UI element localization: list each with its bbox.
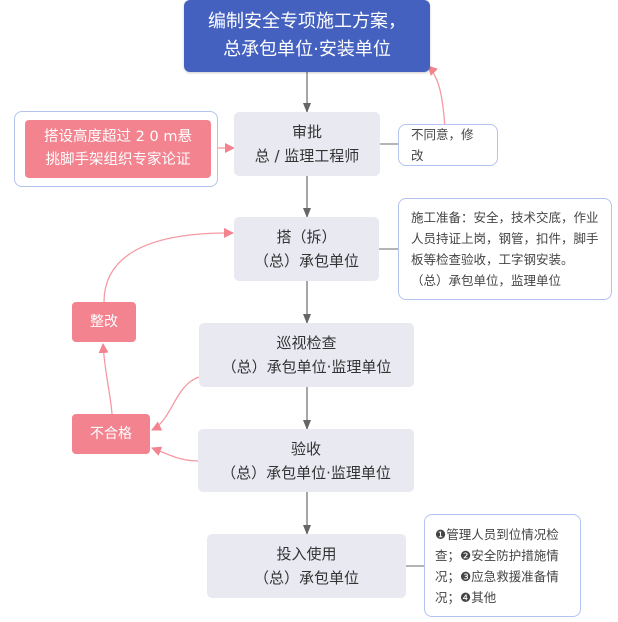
unqualified-node[interactable]: 不合格	[72, 414, 150, 454]
step-erect-title: 搭（拆）	[276, 228, 337, 246]
note-prep-line3: 板等检查验收，工字钢安装。	[411, 252, 574, 267]
start-node-plan[interactable]: 编制安全专项施工方案， 总承包单位·安装单位	[184, 0, 430, 72]
note-prep-line4: （总）承包单位，监理单位	[411, 273, 562, 288]
rectify-label: 整改	[90, 313, 118, 330]
note-use-line4: 况；❹其他	[435, 589, 497, 605]
expert-review-line2: 挑脚手架组织专家论证	[45, 152, 191, 168]
note-reject-text: 不同意，修改	[411, 127, 474, 163]
expert-review-node[interactable]: 搭设高度超过 2 0 m悬 挑脚手架组织专家论证	[25, 120, 211, 178]
note-use-line1: ❶管理人员到位情况检	[435, 526, 559, 542]
arrow-patrol-to-unqualified	[151, 376, 200, 431]
step-use[interactable]: 投入使用 （总）承包单位	[207, 534, 406, 598]
rectify-node[interactable]: 整改	[72, 302, 136, 342]
arrow-reject-to-start	[427, 65, 446, 129]
note-prep-line1: 施工准备：安全，技术交底，作业	[411, 210, 599, 225]
note-prep[interactable]: 施工准备：安全，技术交底，作业 人员持证上岗，钢管，扣件，脚手 板等检查验收，工…	[398, 198, 612, 300]
step-erect-sub: （总）承包单位	[253, 252, 359, 270]
note-prep-line2: 人员持证上岗，钢管，扣件，脚手	[411, 231, 599, 246]
start-line1: 编制安全专项施工方案，	[208, 11, 406, 32]
step-erect[interactable]: 搭（拆） （总）承包单位	[234, 217, 379, 281]
note-use-line2: 查；❷安全防护措施情	[435, 547, 559, 563]
arrow-unqualified-to-rectify	[98, 343, 113, 415]
arrow-rectify-to-erect	[103, 227, 234, 303]
step-approve[interactable]: 审批 总 / 监理工程师	[234, 112, 380, 176]
step-accept-title: 验收	[290, 439, 321, 458]
step-accept-sub: （总）承包单位·监理单位	[221, 463, 391, 482]
step-approve-title: 审批	[291, 123, 322, 141]
arrow-accept-to-unqualified	[151, 446, 199, 462]
expert-review-frame	[14, 111, 218, 187]
note-reject[interactable]: 不同意，修改	[398, 124, 498, 166]
step-patrol-title: 巡视检查	[276, 334, 337, 352]
expert-review-line1: 搭设高度超过 2 0 m悬	[44, 129, 192, 145]
step-use-title: 投入使用	[276, 545, 337, 563]
step-patrol-sub: （总）承包单位·监理单位	[221, 358, 392, 376]
step-approve-sub: 总 / 监理工程师	[254, 147, 360, 165]
step-accept[interactable]: 验收 （总）承包单位·监理单位	[198, 429, 414, 492]
unqualified-label: 不合格	[90, 425, 132, 442]
start-line2: 总承包单位·安装单位	[223, 39, 391, 60]
note-use-check[interactable]: ❶管理人员到位情况检 查；❷安全防护措施情 况；❸应急救援准备情 况；❹其他	[424, 514, 581, 617]
step-patrol[interactable]: 巡视检查 （总）承包单位·监理单位	[199, 323, 414, 387]
note-use-line3: 况；❸应急救援准备情	[435, 568, 559, 584]
step-use-sub: （总）承包单位	[253, 569, 359, 587]
